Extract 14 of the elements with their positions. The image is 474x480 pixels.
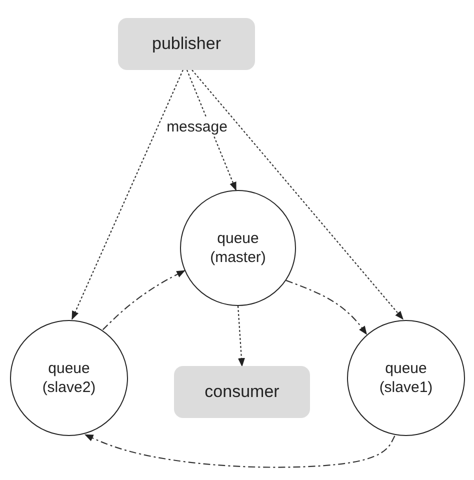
process-box <box>174 366 310 418</box>
node-label: publisher <box>152 34 221 54</box>
arrow <box>192 70 404 320</box>
process-box <box>118 18 255 70</box>
arrow <box>84 434 396 468</box>
node-label: queue (master) <box>209 228 267 268</box>
node-label: consumer <box>204 382 280 402</box>
node-label: queue (slave1) <box>378 358 434 398</box>
arrow <box>237 306 245 367</box>
arrow <box>72 70 184 320</box>
arrow <box>286 280 368 335</box>
node-label: queue (slave2) <box>41 358 97 398</box>
arrow <box>102 270 186 330</box>
arrow <box>186 70 236 191</box>
